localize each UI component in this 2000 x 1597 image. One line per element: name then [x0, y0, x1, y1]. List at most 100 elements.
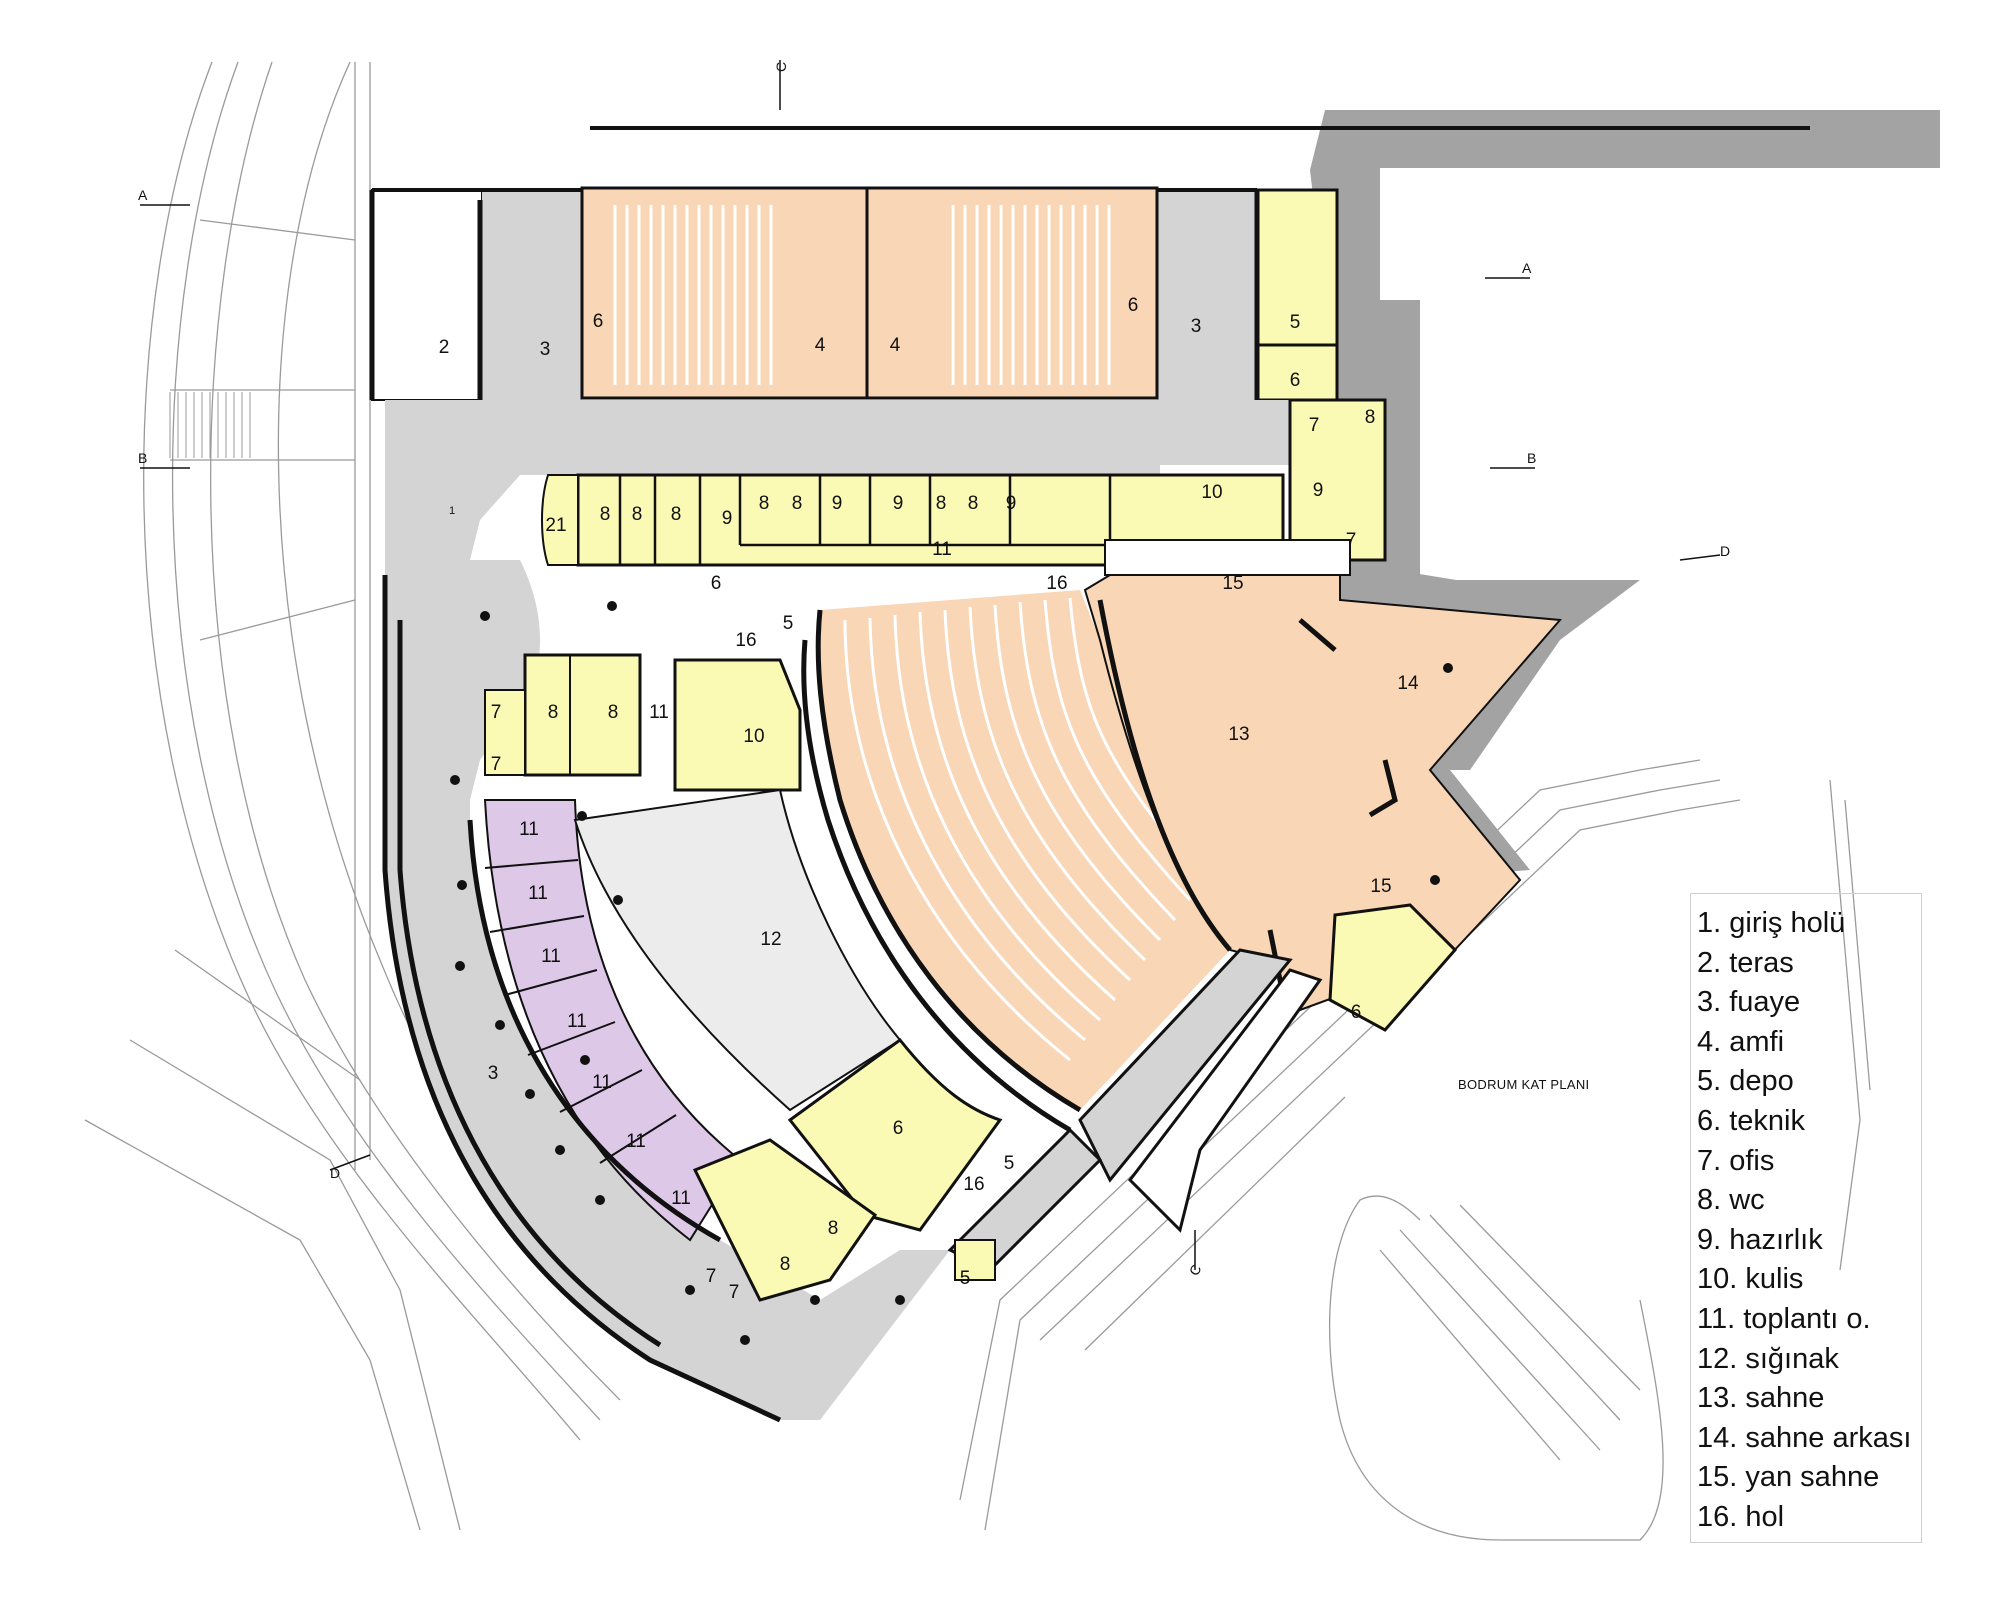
room-labels: 2 3 6 4 4 6 3 5 6 7 8 9 7 1 21 8 8 8 9 8…	[439, 295, 1419, 1303]
room-label: 7	[491, 702, 502, 723]
columns	[450, 601, 1453, 1345]
legend-item: 7. ofis	[1697, 1144, 1775, 1177]
room-label: 11	[528, 883, 548, 904]
site-lines-right	[959, 759, 1871, 1541]
room-label: 16	[1046, 573, 1067, 594]
room-label: 7	[491, 754, 502, 775]
main-auditorium	[818, 590, 1230, 1110]
room-label: 7	[1346, 530, 1357, 551]
legend-item: 4. amfi	[1697, 1025, 1785, 1058]
room-label: 15	[1370, 876, 1391, 897]
legend-item: 13. sahne	[1697, 1382, 1825, 1415]
room-label: 5	[1290, 312, 1301, 333]
room-label: 4	[815, 335, 826, 356]
stair-wedge-3	[1128, 968, 1323, 1233]
room-label: 6	[711, 573, 722, 594]
corridor	[385, 400, 1290, 560]
room-label: 4	[890, 335, 901, 356]
legend-item: 5. depo	[1697, 1065, 1794, 1098]
room-label: 3	[1191, 316, 1202, 337]
legend-item: 15. yan sahne	[1697, 1461, 1880, 1494]
room-label: 8	[600, 504, 611, 525]
room-label: 13	[1228, 724, 1249, 745]
room-label: 8	[632, 504, 643, 525]
room-label: 5	[1004, 1153, 1015, 1174]
room-label: 9	[1313, 480, 1324, 501]
room-label: 8	[792, 493, 803, 514]
legend: 1. giriş holü 2. teras 3. fuaye 4. amfi …	[1690, 893, 1922, 1543]
room-label: 6	[1128, 295, 1139, 316]
section-mark-d-left: D	[330, 1165, 340, 1181]
office-block	[1288, 398, 1387, 562]
room-label: 8	[759, 493, 770, 514]
room-label: 11	[519, 819, 539, 840]
shelter-12	[573, 788, 902, 1112]
depot-block	[1255, 188, 1339, 402]
section-mark-a-right: A	[1522, 260, 1532, 276]
section-mark-c-top: C	[773, 62, 789, 72]
technical-6-lower	[787, 1037, 1003, 1232]
room-label: 9	[722, 508, 733, 529]
room-label: 8	[828, 1218, 839, 1239]
legend-item: 3. fuaye	[1697, 986, 1801, 1019]
legend-item: 8. wc	[1697, 1184, 1765, 1217]
terrace-area	[371, 189, 483, 401]
room-label: 8	[936, 493, 947, 514]
room-label: 8	[1365, 407, 1376, 428]
room-label: 8	[608, 702, 619, 723]
room-label: 1	[449, 505, 455, 517]
room-label: 7	[1309, 415, 1320, 436]
room-label: 6	[893, 1118, 904, 1139]
legend-item: 10. kulis	[1697, 1263, 1804, 1296]
side-hall-15-top	[1104, 539, 1351, 576]
plan-title: BODRUM KAT PLANI	[1458, 1077, 1589, 1092]
site-stair-hatch	[169, 392, 251, 458]
legend-item: 6. teknik	[1697, 1104, 1805, 1137]
room-label: 16	[735, 630, 756, 651]
wc-block-lower	[692, 1138, 878, 1302]
room-label: 5	[960, 1268, 971, 1289]
room-label: 6	[593, 311, 604, 332]
room-label: 16	[963, 1174, 984, 1195]
section-mark-d-right: D	[1720, 543, 1730, 559]
legend-item: 1. giriş holü	[1697, 907, 1846, 939]
section-mark-b-right: B	[1527, 450, 1536, 466]
amphi-walls	[580, 186, 1159, 400]
office-pair-left	[484, 689, 526, 776]
room-label: 12	[760, 929, 781, 950]
legend-item: 14. sahne arkası	[1697, 1421, 1912, 1454]
room-label: 9	[832, 493, 843, 514]
room-21	[541, 474, 579, 566]
room-label: 3	[540, 339, 551, 360]
section-markers	[140, 60, 1721, 1270]
room-label: 6	[1290, 370, 1301, 391]
room-label: 11	[541, 946, 561, 967]
service-partitions	[618, 475, 1112, 565]
room-label: 7	[706, 1266, 717, 1287]
meeting-partitions	[484, 859, 677, 1164]
legend-item: 12. sığınak	[1697, 1342, 1839, 1375]
section-mark-b-left: B	[138, 450, 147, 466]
room-label: 9	[893, 493, 904, 514]
top-walls	[372, 126, 1810, 192]
room-label: 15	[1222, 573, 1243, 594]
foyer-right	[1157, 188, 1257, 403]
room-label: 5	[783, 613, 794, 634]
legend-item: 11. toplantı o.	[1697, 1302, 1871, 1335]
section-mark-a-left: A	[138, 187, 148, 203]
structural-band-2	[1330, 170, 1380, 400]
meeting-room-arc	[483, 799, 742, 1242]
technical-6-right	[1328, 903, 1458, 1032]
room-label: 11	[671, 1188, 691, 1209]
room-label: 2	[439, 337, 450, 358]
room-label: 11	[649, 702, 669, 723]
main-seating-rows	[843, 597, 1207, 1062]
wc-block-left	[523, 653, 642, 777]
room-label: 10	[1201, 482, 1222, 503]
foyer-left	[482, 188, 582, 403]
room-label: 8	[780, 1254, 791, 1275]
room-label: 8	[548, 702, 559, 723]
legend-item: 16. hol	[1697, 1500, 1785, 1533]
